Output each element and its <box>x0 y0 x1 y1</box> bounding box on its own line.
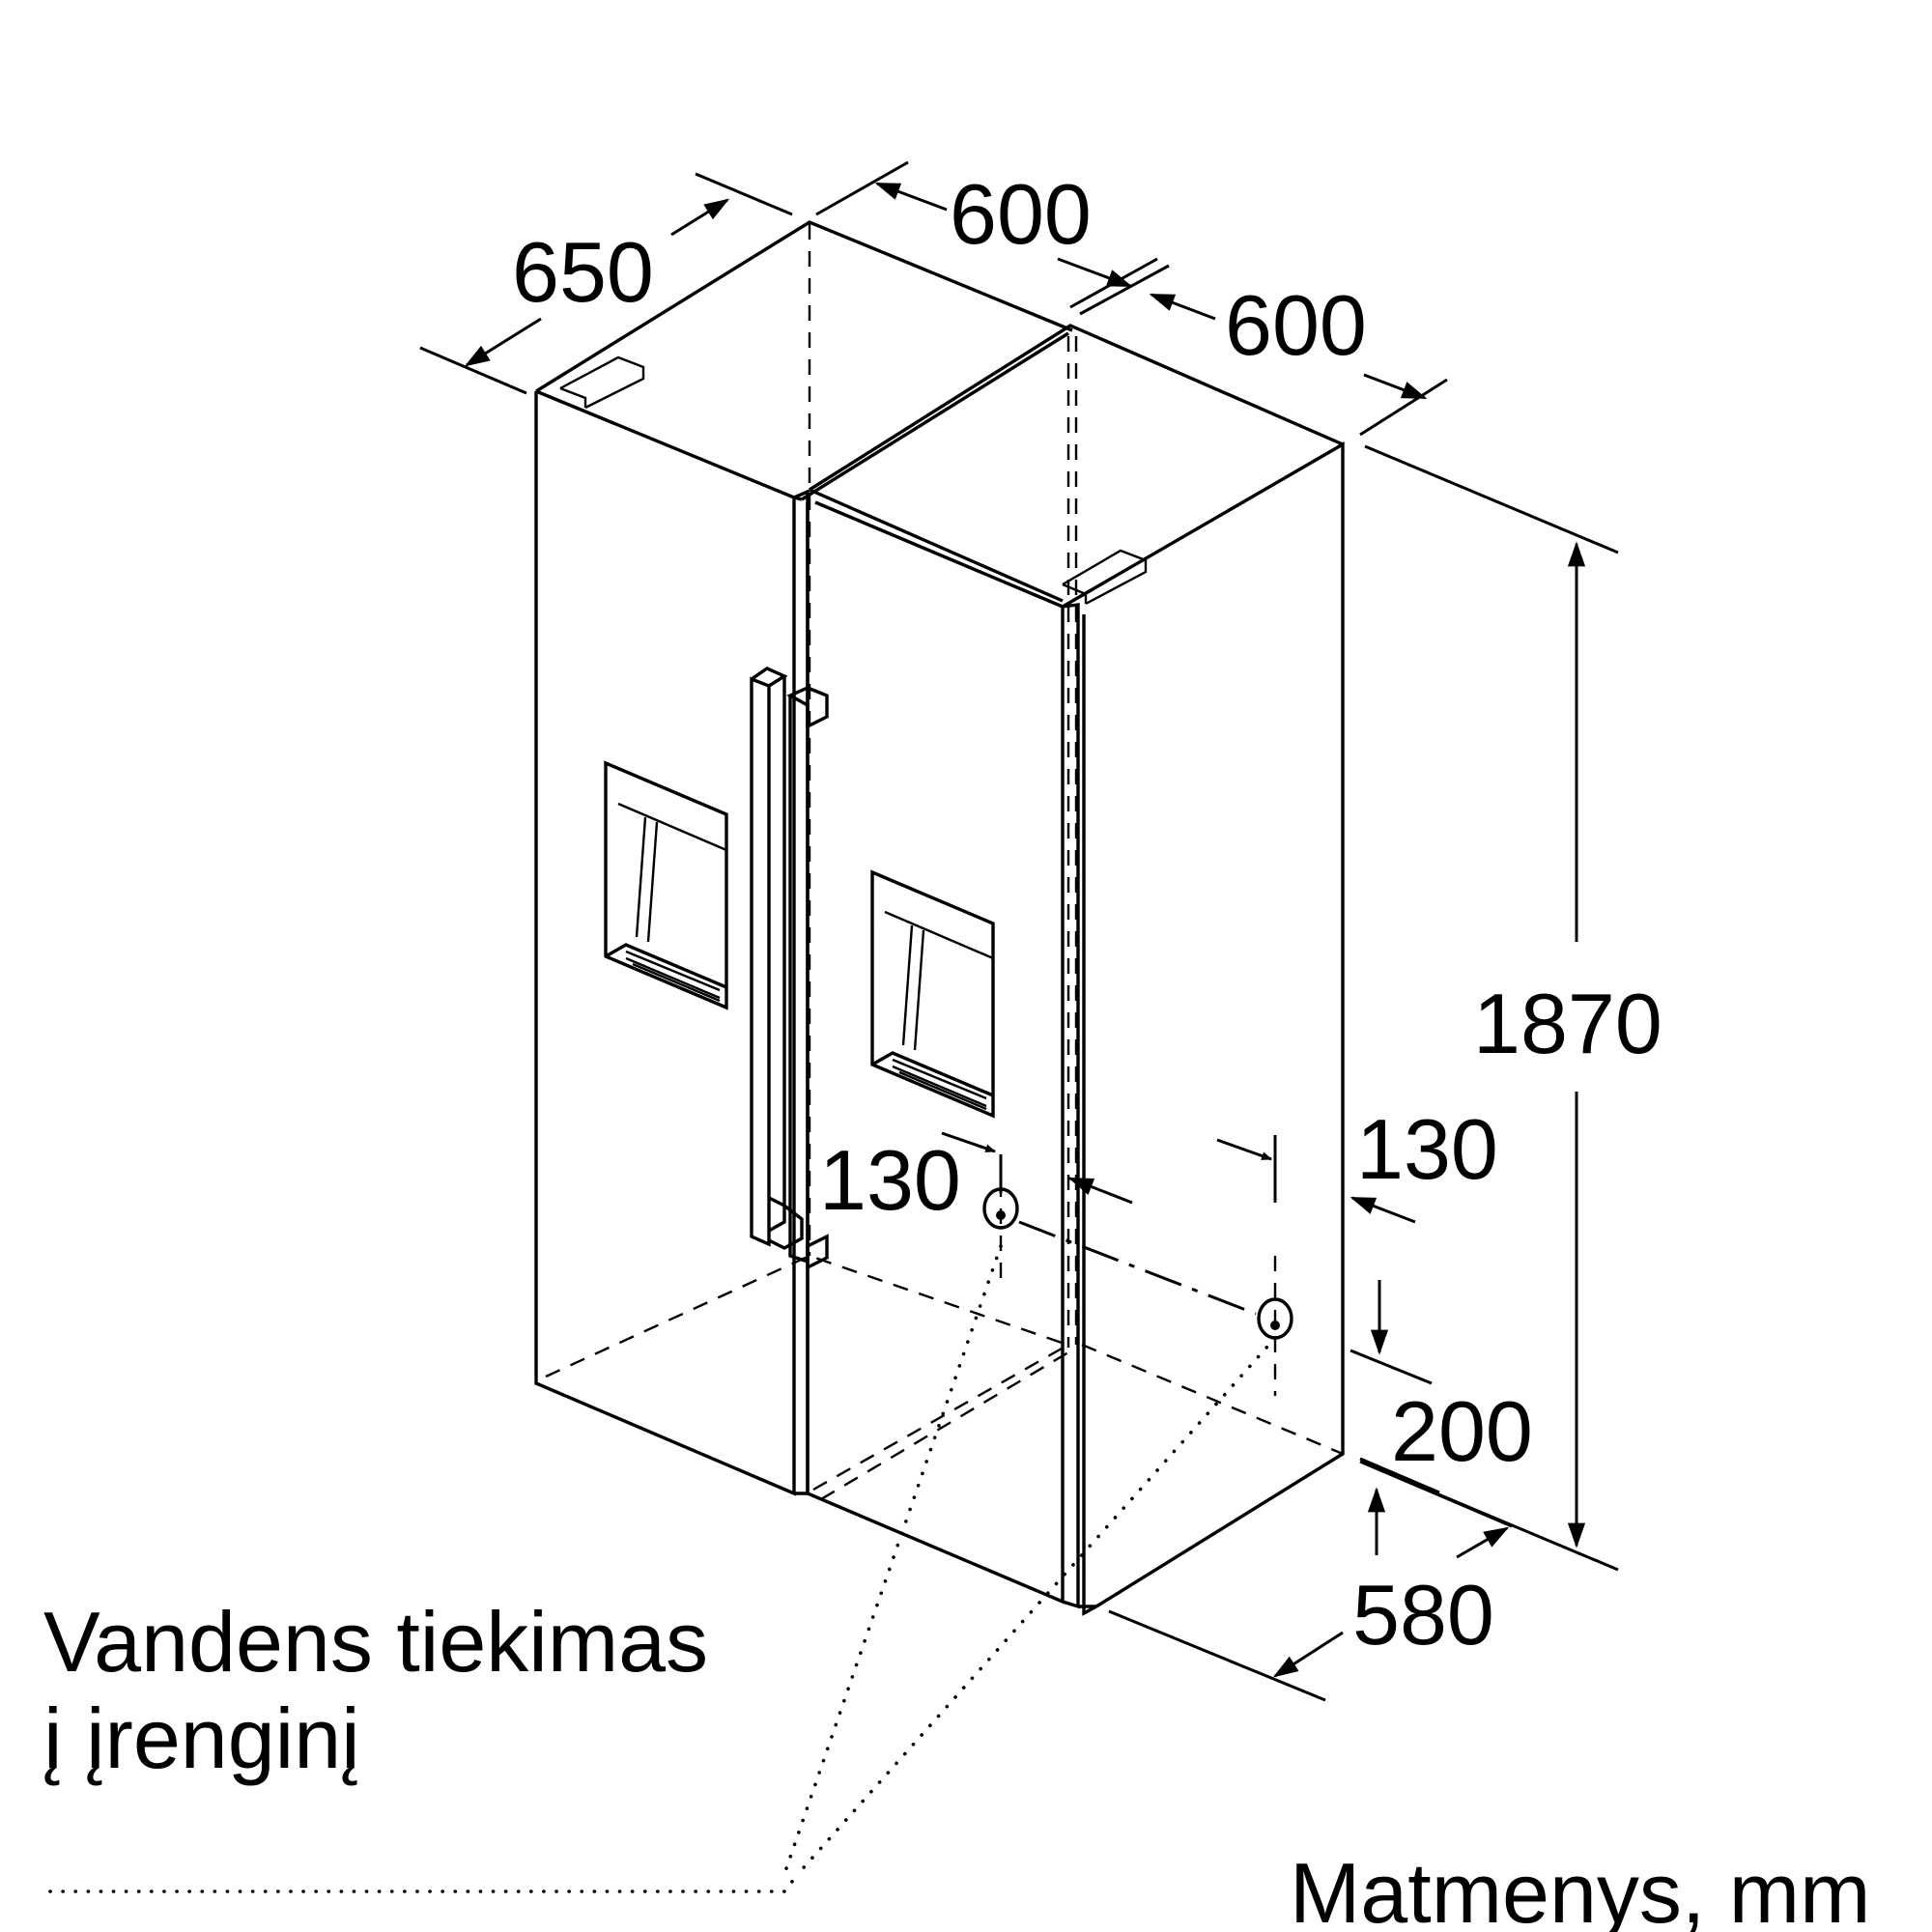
dispenser-right <box>870 869 995 1119</box>
dim-600-left: 600 <box>815 160 1158 309</box>
dim-650: 650 <box>419 172 793 395</box>
left-cabinet <box>534 220 1073 1496</box>
door-handle <box>750 667 829 1269</box>
dim-580-label: 580 <box>1352 1567 1494 1662</box>
dim-600-left-label: 600 <box>950 166 1092 262</box>
units-caption: Matmenys, mm <box>1290 1845 1870 1932</box>
dim-650-label: 650 <box>512 224 654 320</box>
dim-130-right-label: 130 <box>1356 1101 1498 1197</box>
right-cabinet <box>801 324 1345 1616</box>
connection-centre-line <box>1018 1220 1257 1316</box>
dim-200-label: 200 <box>1391 1383 1533 1479</box>
water-supply-label-line1: Vandens tiekimas <box>43 1594 708 1690</box>
dim-130-right: 130 <box>1216 1101 1498 1224</box>
dim-130-left-label: 130 <box>819 1132 961 1228</box>
dim-580: 580 <box>1108 1460 1513 1702</box>
dim-1870: 1870 <box>1364 444 1662 1572</box>
dim-200: 200 <box>1350 1280 1533 1555</box>
dim-130-left: 130 <box>819 1131 1133 1228</box>
dim-1870-label: 1870 <box>1473 976 1662 1071</box>
water-supply-label-line2: į įrenginį <box>43 1690 360 1786</box>
water-supply-route <box>48 1244 1277 1893</box>
water-connection-right <box>1257 1135 1293 1396</box>
dim-600-right-label: 600 <box>1225 277 1367 373</box>
dim-600-right: 600 <box>1079 264 1448 437</box>
dispenser-left <box>604 760 728 1010</box>
